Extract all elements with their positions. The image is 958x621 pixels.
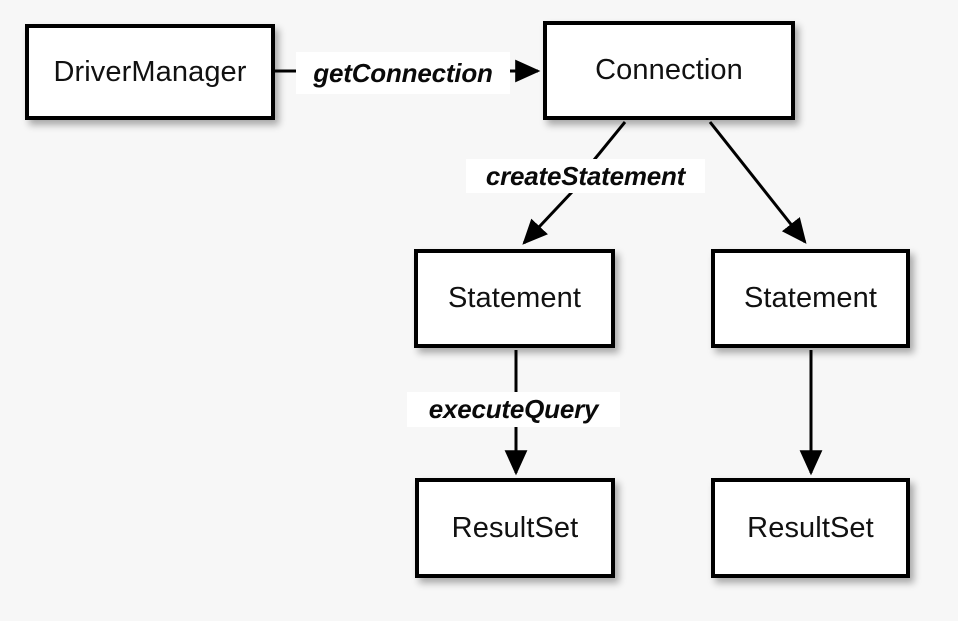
node-connection[interactable]: Connection	[543, 21, 795, 120]
node-statement-right-label: Statement	[743, 282, 878, 314]
edge-label-createstatement: createStatement	[466, 159, 705, 193]
node-statement-right[interactable]: Statement	[711, 249, 910, 348]
node-resultset-left-label: ResultSet	[451, 511, 579, 544]
node-resultset-right[interactable]: ResultSet	[711, 478, 910, 578]
node-resultset-right-label: ResultSet	[747, 511, 874, 544]
edge-label-getconnection: getConnection	[296, 52, 510, 94]
node-statement-left[interactable]: Statement	[414, 249, 615, 348]
edge-connection-to-statement-2	[708, 121, 807, 244]
node-resultset-left[interactable]: ResultSet	[415, 478, 615, 578]
node-statement-left-label: Statement	[447, 282, 582, 314]
node-drivermanager-label: DriverManager	[53, 55, 247, 88]
node-connection-label: Connection	[595, 54, 743, 86]
edge-label-executequery: executeQuery	[407, 392, 620, 427]
node-drivermanager[interactable]: DriverManager	[25, 24, 275, 120]
